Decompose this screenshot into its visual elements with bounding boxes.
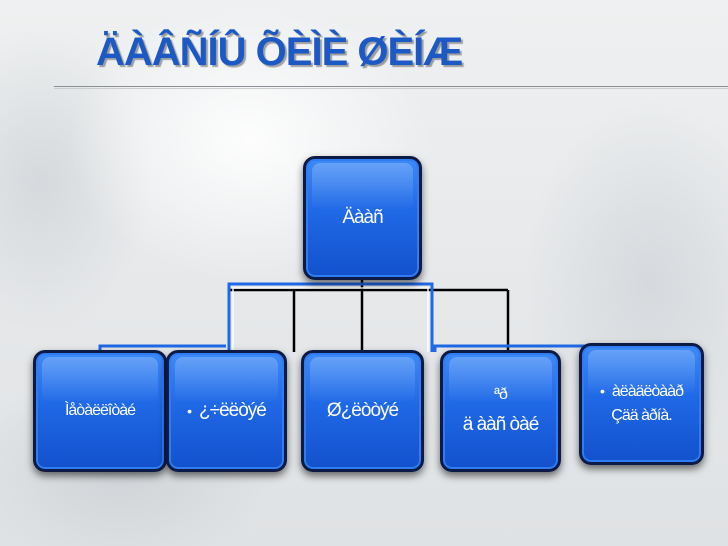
- child-node-4: ªð ä ààñ òàé: [440, 350, 561, 472]
- child-node-5-line-2: Çää àðíà.: [611, 407, 672, 424]
- root-node-label: Äààñ: [342, 207, 383, 229]
- child-node-1-label: Ìåòàëëîòàé: [64, 401, 136, 419]
- slide-title: ÄÀÂÑÍÛ ÕÈÌÈ ØÈÍÆ: [96, 30, 463, 74]
- child-node-2: • ¿÷ëëòýé: [166, 350, 287, 472]
- child-node-1: Ìåòàëëîòàé: [33, 350, 167, 472]
- root-node: Äààñ: [303, 156, 422, 280]
- bullet-icon: •: [600, 382, 605, 399]
- child-node-4-line-2: ä ààñ òàé: [462, 414, 540, 436]
- child-node-4-line-1: ªð: [494, 385, 508, 403]
- child-node-5: • àëàäëòààð Çää àðíà.: [579, 343, 704, 465]
- title-divider-shadow: [54, 88, 728, 89]
- bullet-icon: •: [187, 403, 192, 420]
- child-node-3: Ø¿ëòòýé: [301, 350, 424, 472]
- child-node-5-line-1: àëàäëòààð: [611, 382, 684, 400]
- title-divider: [54, 86, 728, 87]
- child-node-3-label: Ø¿ëòòýé: [326, 400, 399, 422]
- child-node-2-label: ¿÷ëëòýé: [199, 400, 267, 422]
